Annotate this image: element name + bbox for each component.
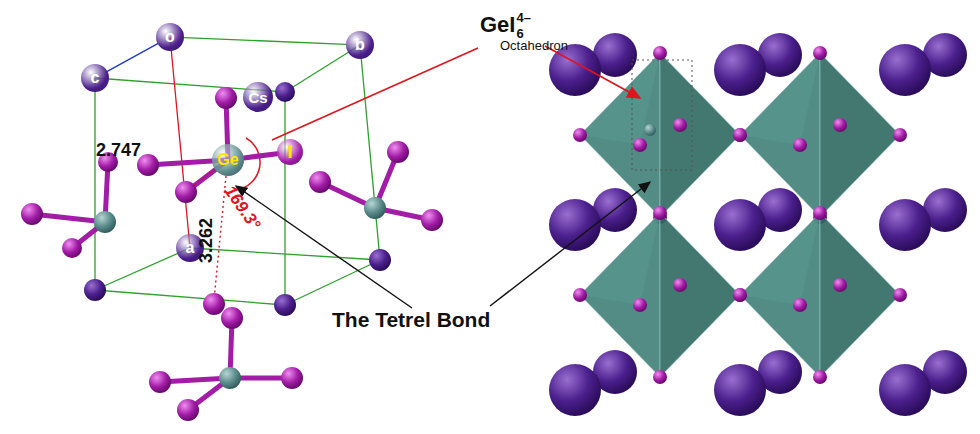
atom-label: I xyxy=(287,142,292,163)
atom-label: c xyxy=(91,69,100,87)
atom-circle: Cs xyxy=(243,82,273,112)
atom-label: o xyxy=(165,28,175,46)
atom-label: a xyxy=(186,239,195,257)
atom-circle: Ge xyxy=(212,144,244,176)
atom-label: b xyxy=(355,36,365,54)
atom-label: Ge xyxy=(217,151,238,169)
formula-superscript: 4– xyxy=(516,10,530,25)
atom-label: Cs xyxy=(248,89,267,106)
atom-circle: c xyxy=(81,64,109,92)
callout-label: The Tetrel Bond xyxy=(332,308,490,332)
bond-length: 3.262 xyxy=(196,218,217,263)
atom-circle: o xyxy=(156,23,184,51)
angle-label: 169.3° xyxy=(220,182,265,234)
formula-label: GeI xyxy=(480,12,515,38)
atom-circle: I xyxy=(277,139,303,165)
cell-edge xyxy=(107,44,157,72)
atom-circle: b xyxy=(346,31,374,59)
bond-line xyxy=(244,154,277,158)
cell-edge xyxy=(184,38,346,45)
formula-caption: Octahedron xyxy=(500,38,568,53)
bond-length: 2.747 xyxy=(96,140,141,161)
